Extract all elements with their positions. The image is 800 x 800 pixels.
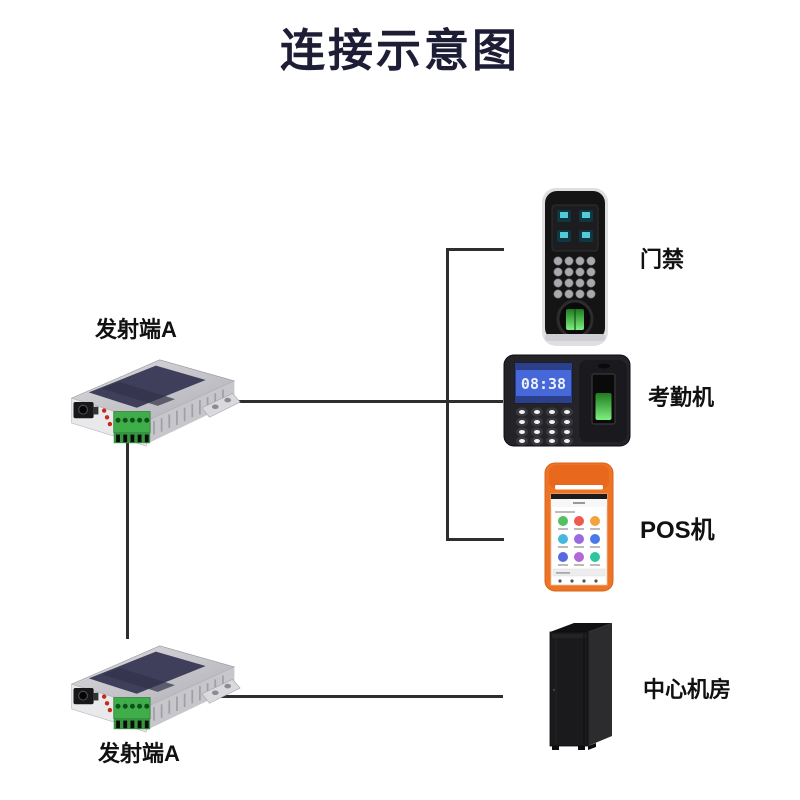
pos-device: [543, 461, 615, 593]
terminal-block: [113, 697, 151, 730]
access-control-device: [536, 186, 614, 348]
connector-line-transmitter-to-transmitter: [126, 443, 129, 639]
access-control-illustration: [542, 188, 608, 346]
fiber-port: [73, 688, 99, 705]
attendance-device: 08:38: [503, 352, 631, 449]
server-room-label: 中心机房: [643, 677, 732, 702]
attendance-screen: 08:38: [514, 362, 573, 404]
server-rack-device: [540, 618, 625, 756]
pos-screen: [550, 493, 608, 586]
transceiver-mounting-ear: [201, 679, 241, 704]
rack-door-handle: [552, 688, 556, 692]
transceiver-front-face: [71, 683, 151, 733]
pos-search-bar: [552, 568, 606, 577]
fiber-transceiver-illustration: [70, 645, 241, 733]
fiber-transceiver-illustration: [70, 359, 241, 447]
attendance-label: 考勤机: [648, 385, 715, 410]
attendance-speaker-slot: [598, 363, 610, 369]
pos-printer-head: [549, 465, 609, 489]
connector-line-branch-pos: [446, 538, 504, 541]
pos-illustration: [544, 462, 614, 592]
pos-paper-slot: [555, 485, 603, 490]
attendance-keypad: [516, 407, 573, 446]
pos-nav-bar: [558, 579, 598, 583]
attendance-illustration: 08:38: [503, 354, 631, 447]
transceiver-panel-sticker: [88, 651, 206, 694]
status-leds: [101, 408, 113, 427]
fiber-port: [73, 402, 99, 419]
transmitter-top-device: [62, 350, 244, 454]
transmitter-bottom-label: 发射端A: [98, 741, 180, 766]
terminal-block: [113, 411, 151, 444]
fingerprint-sensor: [591, 373, 616, 425]
server-rack-illustration: [549, 623, 612, 750]
access-control-label: 门禁: [640, 247, 685, 272]
pos-label: POS机: [640, 517, 715, 544]
access-control-screen: [551, 204, 599, 252]
transceiver-mounting-ear: [201, 393, 241, 418]
rack-side-panel: [588, 623, 612, 746]
connector-line-transmitter-to-server-room: [220, 695, 503, 698]
diagram-title: 连接示意图: [279, 25, 520, 76]
attendance-clock-text: 08:38: [521, 375, 566, 393]
transmitter-top-label: 发射端A: [95, 317, 177, 342]
status-leds: [101, 694, 113, 713]
transceiver-panel-sticker: [88, 365, 206, 408]
connector-line-vertical-bus: [446, 248, 449, 541]
transceiver-top-face: [70, 359, 236, 422]
connector-line-branch-access-control: [446, 248, 504, 251]
fingerprint-sensor: [556, 299, 594, 339]
access-control-keypad: [553, 256, 596, 299]
rack-top-panel: [550, 623, 612, 632]
transceiver-front-face: [71, 397, 151, 447]
connector-line-transmitter-to-attendance: [222, 400, 503, 403]
transmitter-bottom-device: [62, 636, 244, 740]
transceiver-top-face: [70, 645, 236, 708]
screen-menu-icons: [557, 210, 593, 242]
pos-status-bar: [551, 494, 607, 499]
rack-feet: [552, 743, 596, 750]
access-control-base: [545, 334, 605, 341]
pos-app-icons: [558, 516, 600, 566]
